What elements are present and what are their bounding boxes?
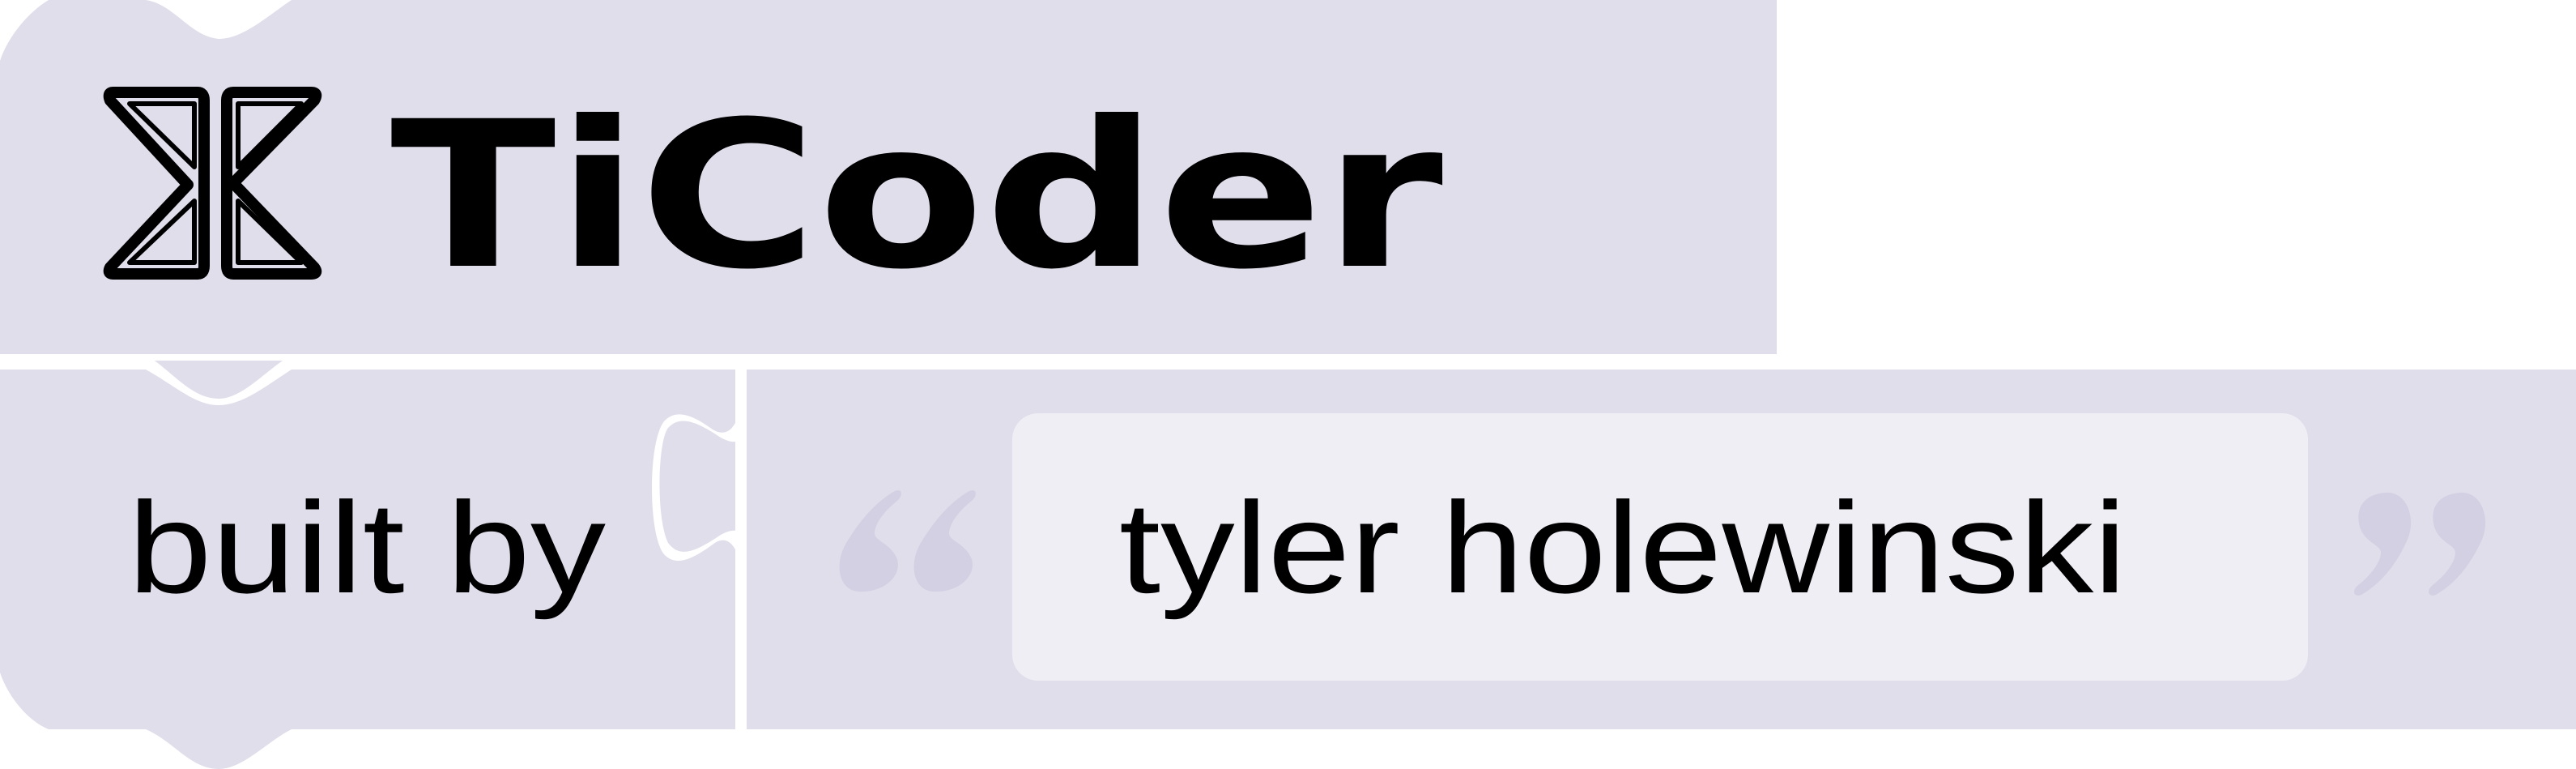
name-field-background [1012,413,2308,681]
title-block-shape [0,0,1777,399]
puzzle-socket [652,370,747,729]
name-field-value: tyler holewinski [1119,475,2127,620]
name-field[interactable]: tyler holewinski [1012,413,2308,681]
open-quote-icon [839,490,976,592]
app-title: TiCoder [390,78,1443,314]
close-quote-icon [2354,492,2486,596]
title-block[interactable]: TiCoder [0,0,1777,399]
credit-block[interactable]: built by tyler holewinski [0,370,2576,769]
built-by-label: built by [128,475,606,620]
credit-block-shape [0,370,735,769]
ticoder-logo-icon [103,87,322,280]
